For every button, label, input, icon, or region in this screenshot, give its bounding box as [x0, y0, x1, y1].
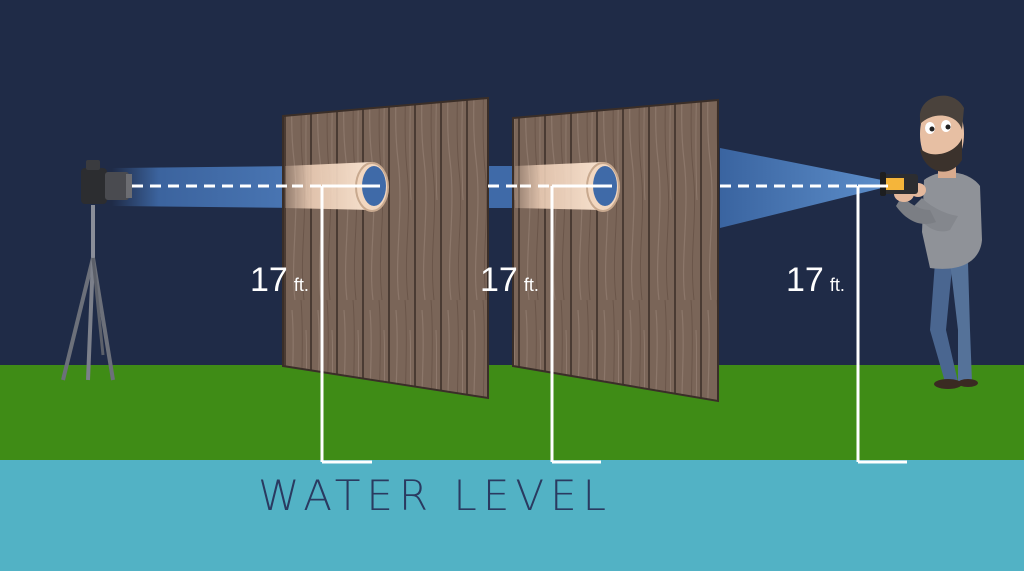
measurement-label-1: 17 ft. — [250, 261, 309, 299]
measurement-bracket-2 — [550, 184, 610, 464]
measurement-label-3: 17 ft. — [786, 261, 845, 299]
grass-ground — [0, 365, 1024, 462]
wooden-board-2 — [512, 98, 719, 403]
measurement-unit-3: ft. — [830, 275, 845, 295]
measurement-bracket-1 — [320, 184, 380, 464]
measurement-bracket-3 — [856, 184, 907, 464]
wooden-board-1 — [282, 96, 489, 400]
measurement-value-1: 17 — [250, 261, 288, 299]
measurement-unit-1: ft. — [294, 275, 309, 295]
camera-on-tripod-icon — [61, 160, 132, 381]
measurement-value-3: 17 — [786, 261, 824, 299]
measurement-value-2: 17 — [480, 261, 518, 299]
measurement-unit-2: ft. — [524, 275, 539, 295]
water-area — [0, 460, 1024, 571]
man-holding-flashlight-icon — [880, 95, 982, 389]
water-level-label: WATER LEVEL — [258, 471, 612, 520]
measurement-label-2: 17 ft. — [480, 261, 539, 299]
right-light-cone — [720, 148, 882, 228]
